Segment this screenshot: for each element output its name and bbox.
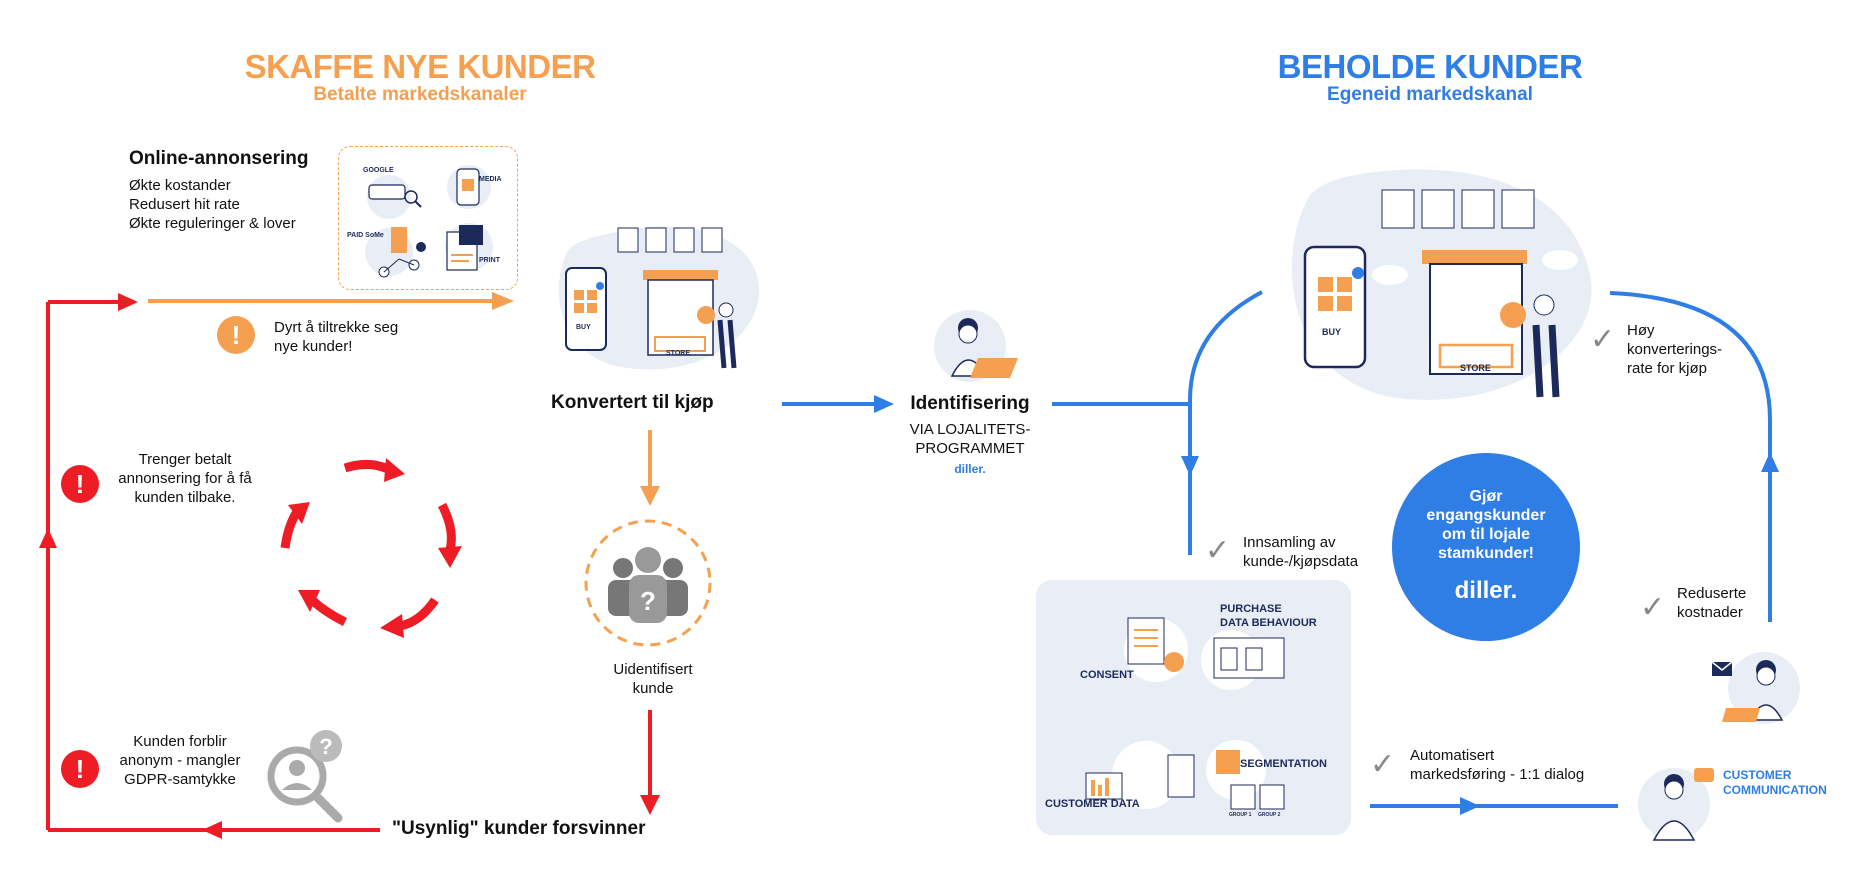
identify-line: VIA LOJALITETS- [909, 421, 1031, 438]
channels-box: GOOGLE MEDIA PAID SoMe PRINT [338, 146, 518, 290]
right-subtitle: Egeneid markedskanal [1327, 84, 1533, 105]
warn-anon-text: Kunden forblir anonym - mangler GDPR-sam… [100, 732, 260, 789]
store-art [558, 226, 760, 370]
laptop-person-icon [934, 310, 1018, 382]
diller-logo: diller. [1454, 577, 1518, 604]
loyalty-circle: Gjør engangskunder om til lojale stamkun… [1392, 453, 1580, 641]
store-illustration-left: BUY STORE [538, 210, 768, 380]
channel-label-some: PAID SoMe [347, 232, 384, 239]
store-label: STORE [1460, 363, 1491, 373]
communication-line: COMMUNICATION [1723, 783, 1827, 797]
store-buy-label: BUY [576, 324, 591, 331]
warn-line: Trenger betalt [138, 451, 232, 468]
warning-icon: ! [61, 465, 99, 503]
warn-line: annonsering for å få [118, 470, 252, 487]
segmentation-label: SEGMENTATION [1240, 758, 1327, 770]
collection-line: kunde-/kjøpsdata [1243, 553, 1359, 570]
warn-line: nye kunder! [274, 338, 353, 355]
warn-line: anonym - mangler [119, 752, 241, 769]
cycle-arrows [280, 458, 462, 638]
check-icon: ✓ [1590, 323, 1616, 356]
online-line: Økte reguleringer & lover [129, 215, 296, 232]
converted-label: Konvertert til kjøp [551, 392, 714, 413]
svg-text:?: ? [319, 734, 332, 759]
communicating-person-icon [1638, 768, 1714, 841]
group-label: GROUP 2 [1258, 812, 1281, 818]
online-heading: Online-annonsering [129, 148, 309, 169]
warn-line: Dyrt å tiltrekke seg [274, 319, 399, 336]
anonymous-search-icon: ? [262, 728, 352, 823]
customer-data-label: CUSTOMER DATA [1045, 798, 1140, 810]
loyalty-line: engangskunder [1426, 507, 1546, 524]
store-illustration-right: BUY STORE [1270, 165, 1600, 410]
data-panel-art [1085, 617, 1285, 810]
warn-line: Kunden forblir [133, 733, 227, 750]
group-question-icon: ? [584, 519, 712, 647]
purchase-line: PURCHASE [1220, 603, 1282, 615]
store-art [1291, 169, 1592, 400]
identify-line: PROGRAMMET [915, 440, 1025, 457]
diller-small-logo: diller. [954, 462, 986, 476]
reduced-costs-text: Reduserte kostnader [1677, 584, 1746, 622]
svg-text:?: ? [640, 586, 656, 616]
warning-icon: ! [217, 316, 255, 354]
automated-line: markedsføring - 1:1 dialog [1410, 766, 1585, 783]
automated-text: Automatisert markedsføring - 1:1 dialog [1410, 746, 1584, 784]
email-person-icon [1711, 652, 1800, 724]
unidentified-line: Uidentifisert [613, 661, 693, 678]
online-line: Økte kostander [129, 177, 231, 194]
high-conversion-line: rate for kjøp [1627, 360, 1708, 377]
loyalty-circle-text: Gjør engangskunder om til lojale stamkun… [1392, 453, 1580, 563]
left-title: SKAFFE NYE KUNDER [244, 48, 596, 85]
person-magnifier-icon: ? [267, 730, 343, 823]
unidentified-customer-icon: ? [583, 518, 713, 648]
customer-communication-label: CUSTOMER COMMUNICATION [1723, 768, 1827, 798]
left-subtitle: Betalte markedskanaler [313, 84, 527, 105]
high-conversion-line: Høy [1627, 322, 1655, 339]
person-laptop-illustration [928, 306, 1024, 391]
high-conversion-line: konverterings- [1627, 341, 1723, 358]
unidentified-line: kunde [632, 680, 674, 697]
warn-expensive-text: Dyrt å tiltrekke seg nye kunder! [274, 318, 398, 356]
identify-lines: VIA LOJALITETS- PROGRAMMET [880, 420, 1060, 458]
warn-line: GDPR-samtykke [124, 771, 236, 788]
loyalty-line: om til lojale [1441, 526, 1530, 543]
purchase-line: DATA BEHAVIOUR [1220, 617, 1317, 629]
channel-label-print: PRINT [479, 257, 500, 264]
purchase-label: PURCHASE DATA BEHAVIOUR [1220, 602, 1317, 630]
collection-text: Innsamling av kunde-/kjøpsdata [1243, 533, 1358, 571]
warn-line: kunden tilbake. [134, 489, 236, 506]
channel-label-google: GOOGLE [363, 167, 394, 174]
warning-icon: ! [61, 750, 99, 788]
automated-line: Automatisert [1410, 747, 1495, 764]
loyalty-line: stamkunder! [1437, 545, 1535, 562]
reduced-costs-line: kostnader [1677, 604, 1743, 621]
channel-label-media: MEDIA [479, 176, 502, 183]
warn-paid-text: Trenger betalt annonsering for å få kund… [100, 450, 270, 507]
reduced-costs-line: Reduserte [1677, 585, 1747, 602]
check-icon: ✓ [1640, 591, 1666, 624]
right-title: BEHOLDE KUNDER [1277, 48, 1583, 85]
communication-illustration [1632, 754, 1722, 849]
store-label: STORE [666, 350, 690, 357]
data-panel: CONSENT PURCHASE DATA BEHAVIOUR CUSTOMER… [1036, 580, 1351, 835]
communication-line: CUSTOMER [1723, 768, 1792, 782]
unidentified-label: Uidentifisert kunde [588, 660, 718, 698]
online-line: Redusert hit rate [129, 196, 240, 213]
identify-title: Identifisering [910, 393, 1030, 414]
check-icon: ✓ [1205, 534, 1231, 567]
group-label: GROUP 1 [1229, 812, 1252, 818]
collection-line: Innsamling av [1243, 534, 1336, 551]
check-icon: ✓ [1370, 748, 1396, 781]
online-lines: Økte kostander Redusert hit rate Økte re… [129, 176, 296, 233]
store-buy-label: BUY [1322, 327, 1342, 337]
email-illustration [1708, 648, 1804, 733]
consent-label: CONSENT [1080, 669, 1134, 681]
high-conversion-text: Høy konverterings- rate for kjøp [1627, 321, 1722, 378]
invisible-label: "Usynlig" kunder forsvinner [392, 818, 646, 839]
loyalty-line: Gjør [1469, 488, 1503, 505]
channels-illustration [365, 165, 493, 278]
